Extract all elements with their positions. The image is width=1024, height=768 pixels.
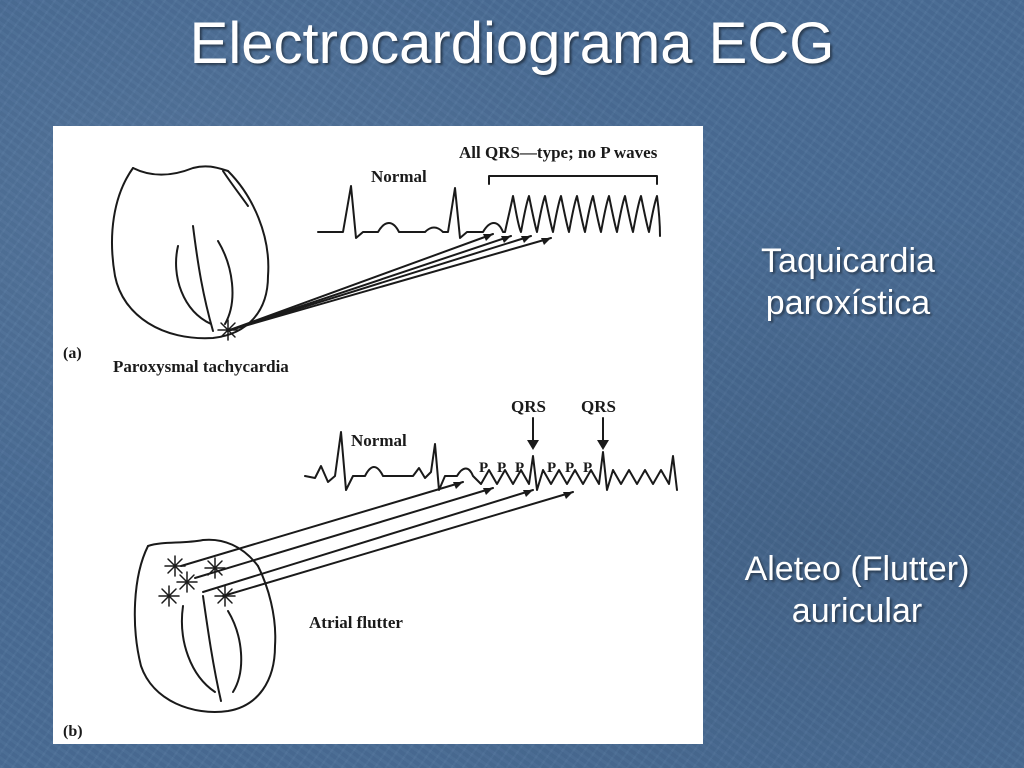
ecg-trace-b — [304, 431, 678, 491]
label-paroxysmal-tachycardia: Taquicardia paroxística — [728, 240, 968, 324]
label-a-line2: paroxística — [765, 284, 931, 322]
normal-label-a: Normal — [371, 167, 427, 186]
arrowheads-b — [453, 482, 573, 499]
p-label-5: P — [565, 460, 574, 476]
heart-vessel-a — [222, 170, 249, 207]
ectopic-focus-a — [217, 319, 239, 341]
panel-tag-b: (b) — [63, 723, 83, 740]
label-a-line1: Taquicardia — [761, 242, 935, 280]
heart-chamber-b1 — [181, 605, 216, 693]
heart-septum-b — [202, 595, 222, 702]
heart-chamber-b2 — [227, 610, 243, 693]
label-b-line2: auricular — [791, 592, 923, 630]
p-label-6: P — [583, 460, 592, 476]
heart-outline-a — [111, 167, 270, 340]
p-label-1: P — [479, 460, 488, 476]
arrowheads-a — [483, 234, 551, 245]
slide-title: Electrocardiograma ECG — [189, 11, 835, 76]
p-label-2: P — [497, 460, 506, 476]
ecg-trace-a — [317, 185, 661, 239]
heart-top-a — [132, 165, 229, 176]
ecg-illustration: All QRS—type; no P waves Normal (a) Paro… — [63, 143, 678, 740]
normal-label-b: Normal — [351, 431, 407, 450]
p-label-4: P — [547, 460, 556, 476]
heart-chamber-a2 — [217, 240, 234, 325]
heart-outline-b — [133, 545, 277, 713]
qrs-arrowheads — [527, 440, 609, 450]
caption-b: Atrial flutter — [309, 613, 403, 632]
qrs-label-1: QRS — [511, 397, 546, 416]
label-atrial-flutter: Aleteo (Flutter) auricular — [712, 548, 1002, 632]
label-b-line1: Aleteo (Flutter) — [744, 550, 970, 588]
qrs-bracket-a — [488, 175, 658, 185]
arrows-b — [180, 481, 574, 597]
tachy-header-label: All QRS—type; no P waves — [459, 143, 658, 162]
ecg-figure: All QRS—type; no P waves Normal (a) Paro… — [53, 126, 703, 744]
heart-septum-a — [192, 225, 214, 332]
panel-tag-a: (a) — [63, 345, 82, 362]
p-label-3: P — [515, 460, 524, 476]
caption-a: Paroxysmal tachycardia — [113, 357, 289, 376]
heart-chamber-a1 — [175, 245, 212, 325]
atrial-foci-b — [158, 555, 236, 607]
qrs-label-2: QRS — [581, 397, 616, 416]
heart-top-b — [147, 538, 259, 567]
arrows-a — [226, 233, 552, 332]
